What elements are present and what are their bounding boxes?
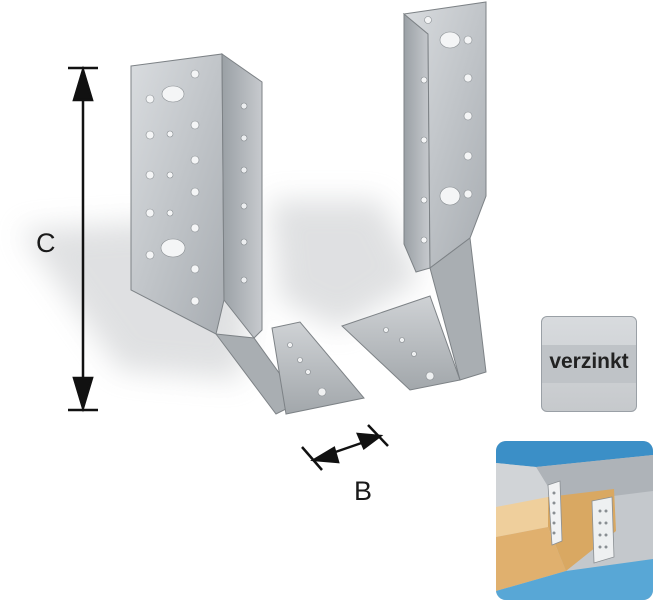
installation-drawing <box>496 441 653 600</box>
left-hanger <box>130 53 365 415</box>
dimension-c-arrow-icon <box>68 65 98 413</box>
galvanized-badge-icon: verzinkt <box>541 316 637 412</box>
dimension-b-arrow-icon <box>301 424 389 471</box>
right-hanger <box>341 1 487 391</box>
dimension-c-label: C <box>36 228 56 258</box>
dimension-b-label: B <box>354 476 373 506</box>
badge-strip <box>542 345 636 383</box>
installation-detail-image <box>496 441 653 600</box>
badge-text: verzinkt <box>549 350 629 373</box>
